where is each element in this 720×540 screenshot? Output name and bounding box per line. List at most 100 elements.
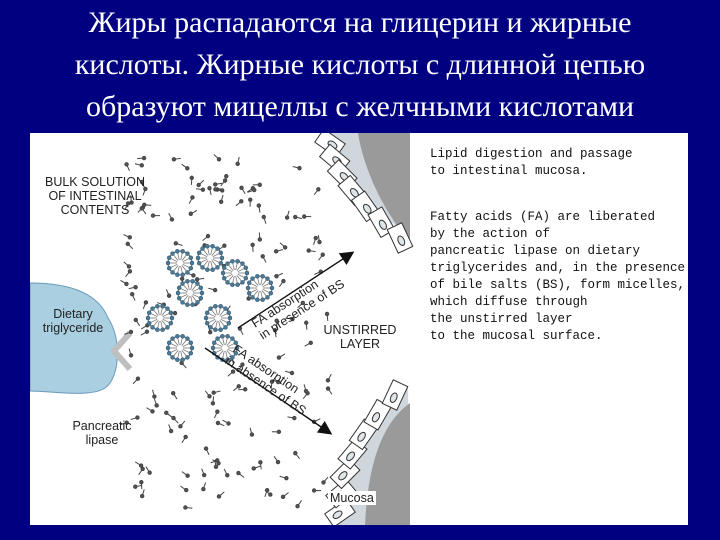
- fatty-acid: [131, 292, 136, 300]
- fatty-acid: [326, 374, 331, 382]
- caption-body: Fatty acids (FA) are liberated by the ac…: [430, 209, 685, 345]
- fatty-acid: [172, 158, 181, 161]
- arrow-without-bs-label: FA absorption in absence of BS: [222, 342, 316, 418]
- fatty-acid: [151, 214, 160, 217]
- dietary-tg-line-2: triglyceride: [32, 321, 114, 335]
- upper-villus: [315, 133, 413, 253]
- fatty-acid: [281, 493, 288, 499]
- caption-body-line: of bile salts (BS), form micelles,: [430, 277, 685, 294]
- fatty-acid: [146, 467, 151, 475]
- fatty-acid: [134, 485, 143, 488]
- fatty-acid: [212, 391, 220, 394]
- fatty-acid: [166, 289, 170, 297]
- fatty-acid: [137, 156, 146, 159]
- fatty-acid: [214, 410, 219, 418]
- fatty-acid: [147, 408, 155, 413]
- fatty-acid: [126, 270, 132, 277]
- fatty-acid: [135, 462, 143, 467]
- micelle: [146, 304, 174, 331]
- fatty-acid: [139, 467, 145, 475]
- fatty-acid: [236, 200, 243, 206]
- unstirred-layer-label: UNSTIRRED LAYER: [312, 323, 408, 351]
- fatty-acid: [141, 330, 149, 335]
- fatty-acid: [224, 469, 229, 477]
- fatty-acid: [197, 180, 204, 186]
- fatty-acid: [184, 506, 193, 509]
- fatty-acid: [274, 249, 282, 253]
- fatty-acid: [236, 157, 239, 166]
- micelle: [166, 249, 194, 276]
- fatty-acid: [205, 391, 211, 398]
- unstirred-line-2: LAYER: [312, 337, 408, 351]
- fatty-acid: [203, 234, 210, 240]
- fatty-acid: [240, 186, 245, 194]
- mucosa-label: Mucosa: [328, 491, 376, 505]
- fatty-acid: [154, 399, 158, 407]
- fatty-acid: [133, 377, 140, 384]
- fatty-acid: [294, 451, 300, 458]
- fatty-acid: [314, 236, 318, 244]
- fatty-acid: [179, 421, 185, 428]
- fatty-acid: [325, 312, 328, 321]
- fatty-acid: [261, 255, 266, 263]
- pancreatic-lipase-line-1: Pancreatic: [60, 419, 144, 433]
- fatty-acid: [296, 500, 302, 507]
- fatty-acid: [287, 416, 296, 419]
- fatty-acid: [312, 489, 321, 492]
- fatty-acid: [169, 213, 174, 221]
- fatty-acid: [196, 188, 205, 191]
- fatty-acid: [214, 155, 221, 161]
- caption-body-line: which diffuse through: [430, 294, 685, 311]
- caption-body-line: Fatty acids (FA) are liberated: [430, 209, 685, 226]
- fatty-acid: [250, 428, 254, 436]
- micelle: [176, 279, 204, 306]
- unstirred-line-1: UNSTIRRED: [312, 323, 408, 337]
- fatty-acid: [303, 215, 312, 218]
- fatty-acid: [294, 215, 303, 218]
- fatty-acid: [326, 387, 332, 394]
- bulk-solution-line-1: BULK SOLUTION: [40, 175, 150, 189]
- fatty-acids: [120, 155, 332, 510]
- fatty-acid: [189, 210, 197, 215]
- fatty-acid: [153, 390, 157, 398]
- fatty-acid: [322, 477, 328, 484]
- fatty-acid: [208, 288, 216, 291]
- fatty-acid: [318, 235, 321, 244]
- fatty-acid: [180, 361, 186, 368]
- fatty-acid: [169, 424, 173, 432]
- fatty-acid: [285, 211, 289, 219]
- fatty-acid: [274, 456, 280, 463]
- fatty-acid: [293, 166, 302, 169]
- fatty-acid: [219, 244, 226, 250]
- dietary-triglyceride-label: Dietary triglyceride: [32, 307, 114, 335]
- caption-body-line: triglycerides and, in the presence: [430, 260, 685, 277]
- fatty-acid: [125, 163, 130, 171]
- fatty-acid: [182, 164, 189, 170]
- title-line-2: кислоты. Жирные кислоты с длинной цепью: [0, 44, 720, 86]
- fatty-acid: [182, 435, 187, 443]
- fatty-acid: [319, 253, 325, 260]
- fatty-acid: [222, 420, 230, 425]
- fatty-acid: [217, 492, 224, 498]
- caption-body-line: the unstirred layer: [430, 311, 685, 328]
- fatty-acid: [171, 391, 177, 399]
- fatty-acid: [237, 471, 244, 477]
- fatty-acid: [272, 430, 281, 433]
- dietary-tg-line-1: Dietary: [32, 307, 114, 321]
- fatty-acid: [257, 204, 260, 213]
- caption-title-line-1: Lipid digestion and passage: [430, 146, 633, 163]
- fatty-acid: [305, 321, 308, 330]
- fatty-acid: [174, 242, 182, 246]
- bulk-solution-line-3: CONTENTS: [40, 203, 150, 217]
- pancreatic-lipase-label: Pancreatic lipase: [60, 419, 144, 447]
- bulk-solution-label: BULK SOLUTION OF INTESTINAL CONTENTS: [40, 175, 150, 217]
- caption-body-line: to the mucosal surface.: [430, 328, 685, 345]
- fatty-acid: [208, 186, 211, 194]
- fatty-acid: [182, 472, 189, 478]
- fatty-acid: [251, 243, 254, 252]
- fatty-acid: [252, 466, 260, 470]
- fatty-acid: [280, 243, 287, 249]
- pancreatic-lipase-line-2: lipase: [60, 433, 144, 447]
- fatty-acid: [195, 278, 204, 281]
- fatty-acid: [140, 489, 144, 497]
